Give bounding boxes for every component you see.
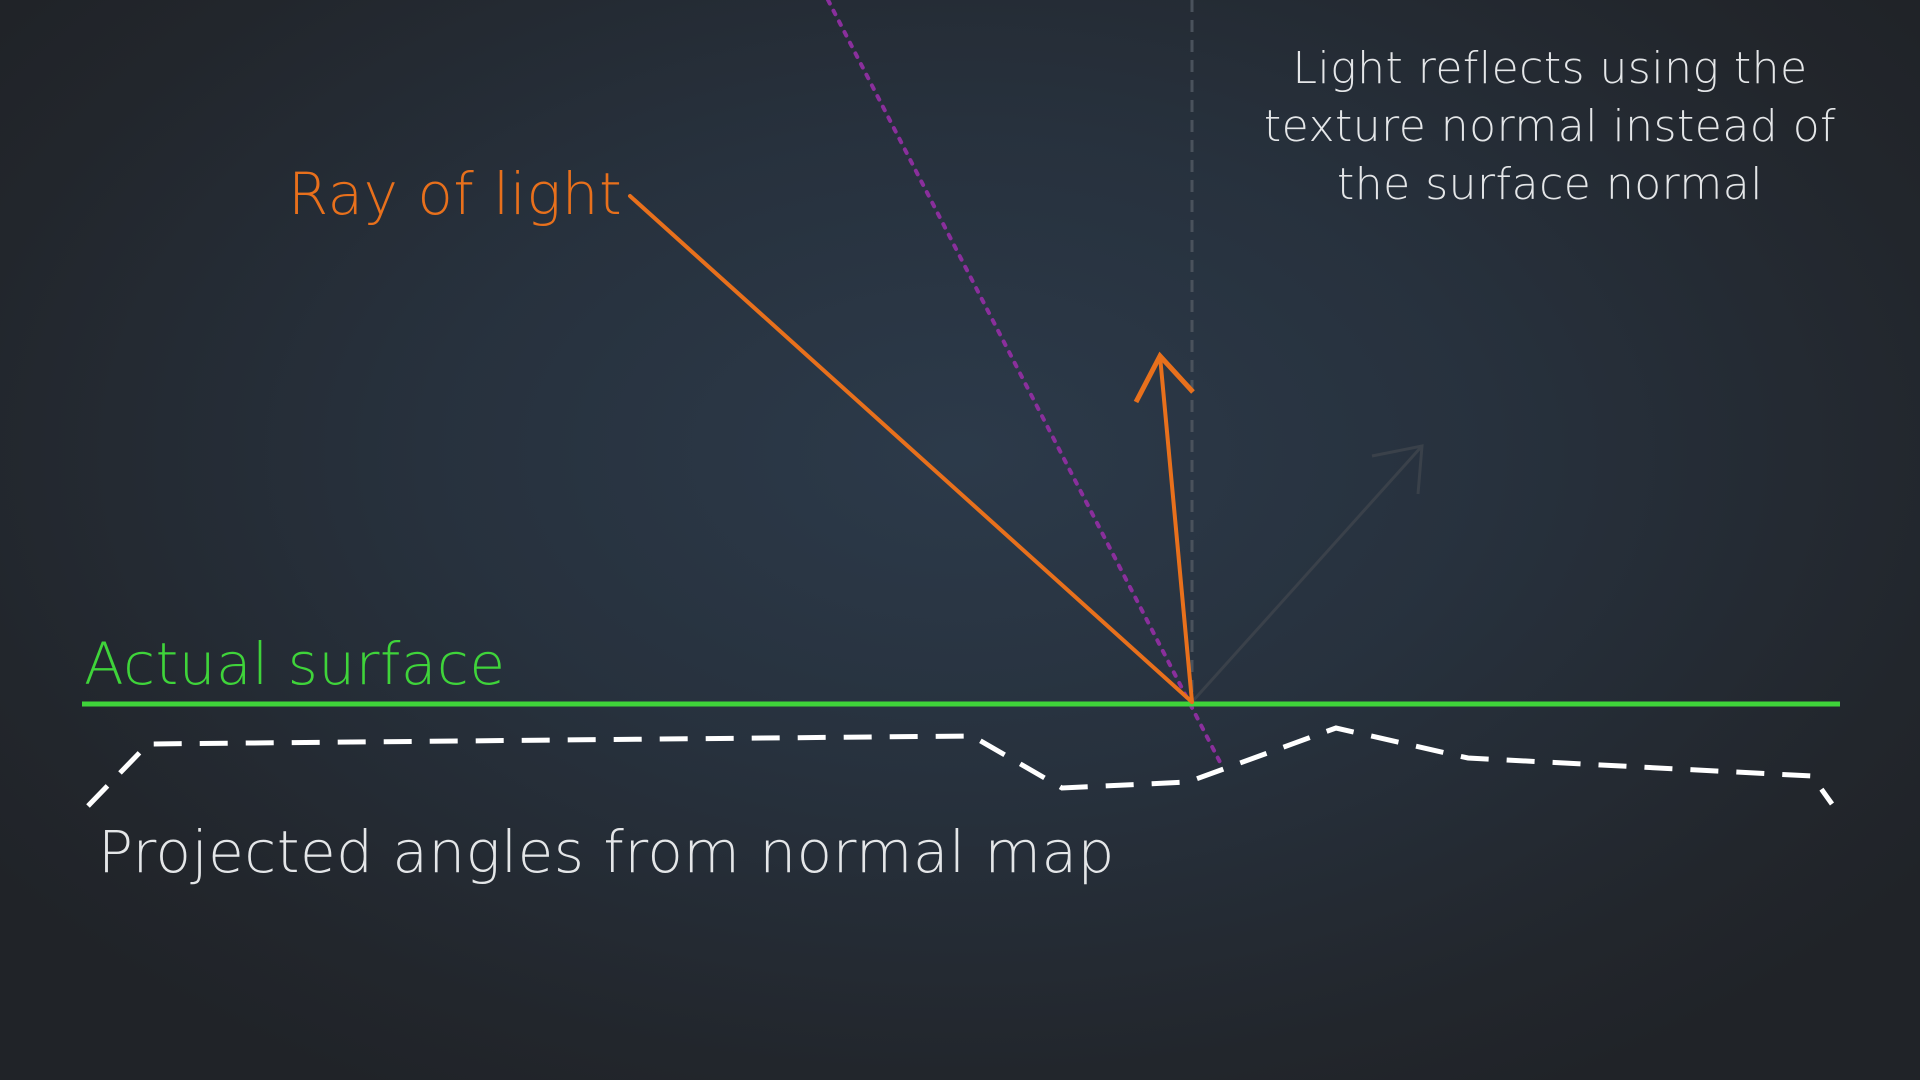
reflected-ray-arrow-head-icon: [1133, 351, 1195, 404]
texture-normal-line: [826, 0, 1224, 768]
normal-map-profile-line: [86, 725, 1835, 808]
reflected-light-ray: [1158, 354, 1194, 704]
ideal-reflection-line: [1190, 444, 1424, 704]
reflection-note-text: Light reflects using the texture normal …: [1263, 43, 1837, 210]
ideal-reflection-arrow-head-icon: [1371, 444, 1424, 495]
ray-of-light-label: Ray of light: [288, 160, 623, 228]
incoming-light-ray: [628, 194, 1194, 704]
projected-angles-label: Projected angles from normal map: [98, 818, 1115, 886]
actual-surface-label: Actual surface: [84, 630, 506, 698]
